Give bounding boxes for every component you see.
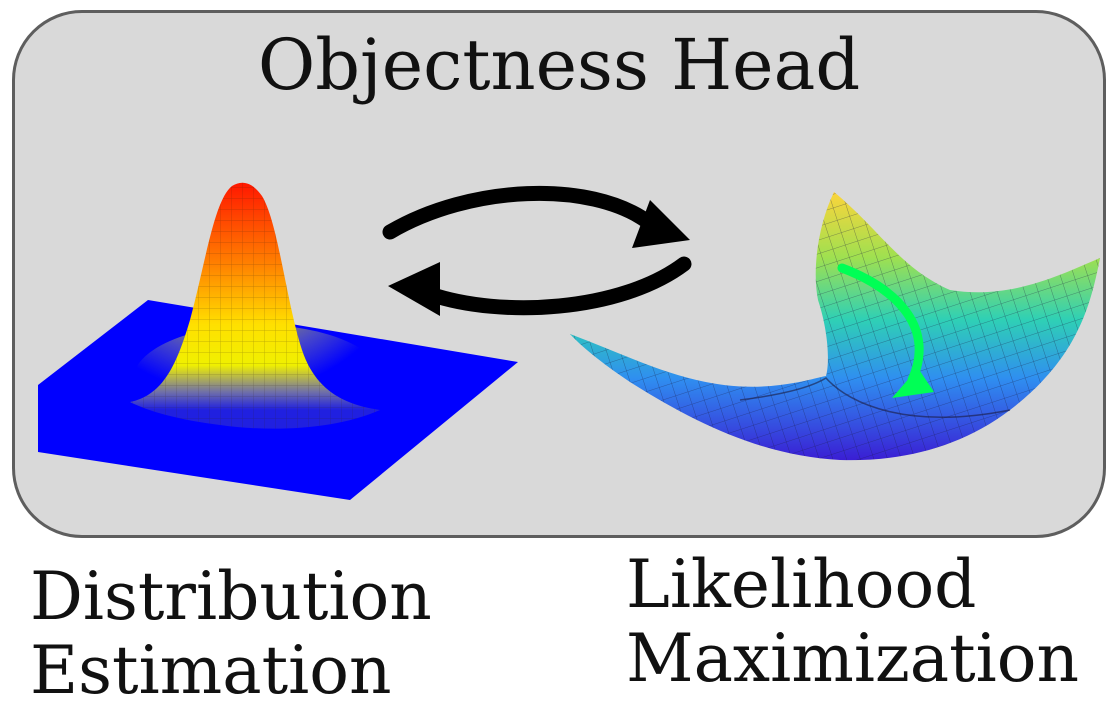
peak-mesh bbox=[130, 182, 380, 429]
bowl-mesh bbox=[570, 192, 1100, 461]
arrow-left-icon bbox=[388, 256, 692, 316]
caption-right-line1: Likelihood bbox=[626, 546, 977, 623]
distribution-estimation-caption: Distribution Estimation bbox=[30, 560, 432, 708]
caption-left-line2: Estimation bbox=[30, 631, 392, 709]
caption-left-line1: Distribution bbox=[30, 558, 432, 635]
gaussian-surface-plot bbox=[38, 182, 518, 500]
cycle-arrows bbox=[382, 185, 692, 316]
bowl-surface-plot bbox=[570, 192, 1100, 461]
caption-right-line2: Maximization bbox=[626, 619, 1079, 697]
arrow-right-icon bbox=[382, 185, 690, 248]
descent-arrow-icon bbox=[837, 263, 934, 398]
bowl-front-rim bbox=[739, 377, 1011, 418]
likelihood-maximization-caption: Likelihood Maximization bbox=[626, 548, 1079, 696]
panel-title: Objectness Head bbox=[257, 24, 861, 106]
